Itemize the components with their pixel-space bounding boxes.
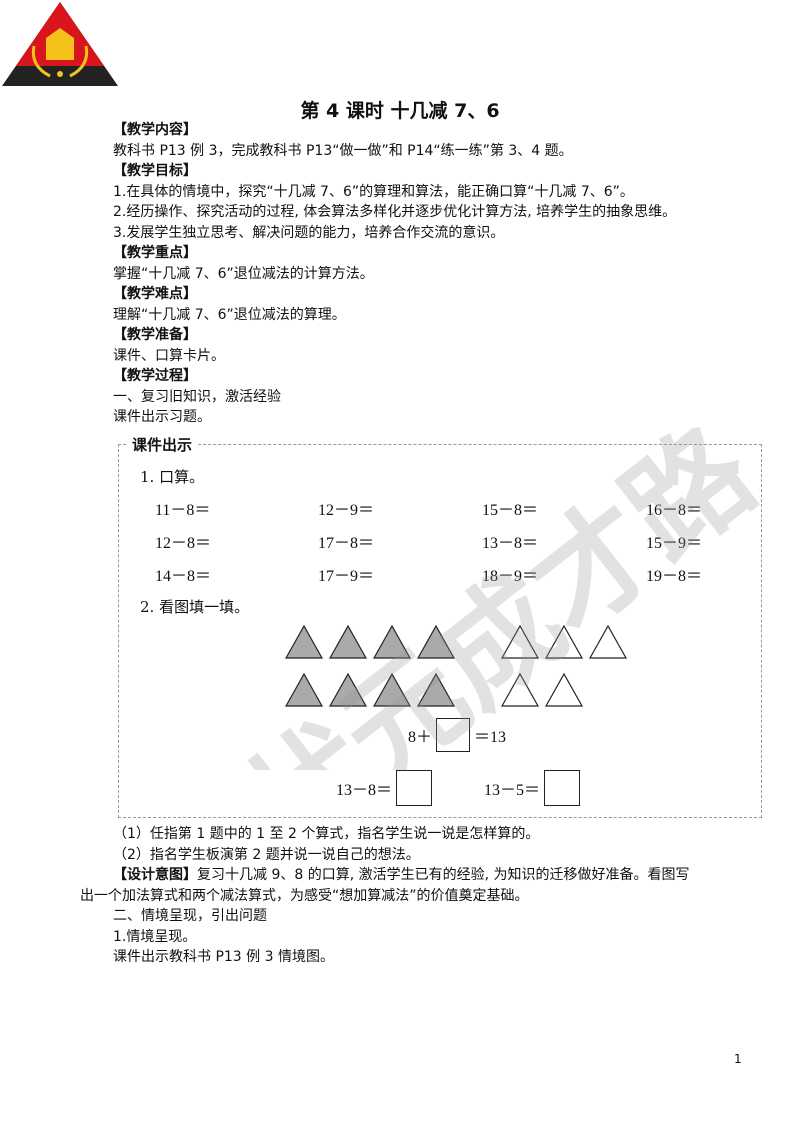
content-line: 理解“十几减 7、6”退位减法的算理。 [113, 306, 346, 323]
content-line: 3.发展学生独立思考、解决问题的能力，培养合作交流的意识。 [113, 224, 505, 241]
math-problem: 12－9＝ [318, 502, 375, 519]
white-triangle [544, 624, 584, 659]
content-line: 一、复习旧知识，激活经验 [113, 388, 281, 405]
math-problem: 15－8＝ [482, 502, 539, 519]
eq3-text: 13－5＝ [484, 782, 541, 799]
addition-equation: 8＋ ＝13 [408, 718, 506, 752]
section-heading: 【教学内容】 [113, 122, 197, 138]
school-logo [2, 2, 118, 86]
answer-box[interactable] [436, 718, 471, 752]
section-heading: 【教学重点】 [113, 245, 197, 261]
content-line: 教科书 P13 例 3，完成教科书 P13“做一做”和 P14“练一练”第 3、… [113, 142, 573, 159]
line-text: 课件出示教科书 P13 例 3 情境图。 [113, 949, 334, 965]
lesson-content: 【教学内容】教科书 P13 例 3，完成教科书 P13“做一做”和 P14“练一… [113, 120, 778, 428]
eq2-text: 13－8＝ [336, 782, 393, 799]
math-problem: 11－8＝ [155, 502, 211, 519]
math-problem: 13－8＝ [482, 535, 539, 552]
white-triangle [500, 624, 540, 659]
math-problem: 18－9＝ [482, 568, 539, 585]
gray-triangle [416, 624, 456, 659]
page-title: 第 4 课时 十几减 7、6 [300, 100, 500, 122]
content-line: 【设计意图】复习十几减 9、8 的口算, 激活学生已有的经验, 为知识的迁移做好… [80, 865, 780, 886]
math-problem: 12－8＝ [155, 535, 212, 552]
math-problem: 17－8＝ [318, 535, 375, 552]
math-problem: 16－8＝ [646, 502, 703, 519]
section-heading: 【教学目标】 [113, 163, 197, 179]
content-line: 课件出示教科书 P13 例 3 情境图。 [80, 947, 780, 968]
content-line: 出一个加法算式和两个减法算式，为感受“想加算减法”的价值奠定基础。 [80, 886, 780, 907]
line-text: 二、情境呈现，引出问题 [113, 908, 267, 924]
exercise-tag: 课件出示 [128, 434, 197, 455]
lesson-continued: （1）任指第 1 题中的 1 至 2 个算式，指名学生说一说是怎样算的。 （2）指… [80, 824, 780, 968]
answer-box[interactable] [396, 770, 433, 806]
math-problem: 14－8＝ [155, 568, 212, 585]
content-line: 2.经历操作、探究活动的过程, 体会算法多样化并逐步优化计算方法, 培养学生的抽… [113, 204, 677, 220]
content-line: 1.在具体的情境中，探究“十几减 7、6”的算理和算法，能正确口算“十几减 7、… [113, 183, 634, 200]
line-text: （2）指名学生板演第 2 题并说一说自己的想法。 [113, 846, 420, 863]
content-line: （1）任指第 1 题中的 1 至 2 个算式，指名学生说一说是怎样算的。 [80, 824, 780, 845]
line-text: （1）任指第 1 题中的 1 至 2 个算式，指名学生说一说是怎样算的。 [113, 826, 540, 842]
content-line: 掌握“十几减 7、6”退位减法的计算方法。 [113, 265, 374, 282]
content-line: （2）指名学生板演第 2 题并说一说自己的想法。 [80, 845, 780, 866]
math-problem: 19－8＝ [646, 568, 703, 585]
page-number: 1 [734, 1052, 742, 1066]
section-heading: 【教学准备】 [113, 327, 197, 343]
gray-triangle [416, 672, 456, 707]
line-text: 出一个加法算式和两个减法算式，为感受“想加算减法”的价值奠定基础。 [80, 887, 529, 904]
content-line: 课件、口算卡片。 [113, 347, 225, 364]
subtraction-equation-1: 13－8＝ [336, 770, 433, 806]
gray-triangle [284, 624, 324, 659]
answer-box[interactable] [544, 770, 581, 806]
gray-triangle [328, 624, 368, 659]
design-intent-label: 【设计意图】 [113, 867, 197, 883]
math-problem: 17－9＝ [318, 568, 375, 585]
line-text: 1.情境呈现。 [113, 928, 197, 945]
white-triangle [544, 672, 584, 707]
exercise-box [118, 444, 762, 818]
gray-triangle [284, 672, 324, 707]
question-1-label: 1. 口算。 [140, 468, 205, 486]
gray-triangle [372, 672, 412, 707]
gray-triangle [372, 624, 412, 659]
gray-triangle [328, 672, 368, 707]
section-heading: 【教学过程】 [113, 368, 197, 384]
triangle-figure [284, 624, 628, 707]
subtraction-equation-2: 13－5＝ [484, 770, 581, 806]
content-line: 二、情境呈现，引出问题 [80, 906, 780, 927]
section-heading: 【教学难点】 [113, 286, 197, 302]
white-triangle [588, 624, 628, 659]
white-triangle [500, 672, 540, 707]
math-problem: 15－9＝ [646, 535, 703, 552]
eq1-right: ＝13 [474, 729, 507, 746]
content-line: 1.情境呈现。 [80, 927, 780, 948]
question-2-label: 2. 看图填一填。 [140, 598, 250, 616]
content-line: 课件出示习题。 [113, 409, 211, 425]
eq1-left: 8＋ [408, 729, 433, 746]
line-text: 复习十几减 9、8 的口算, 激活学生已有的经验, 为知识的迁移做好准备。看图写 [197, 867, 690, 883]
